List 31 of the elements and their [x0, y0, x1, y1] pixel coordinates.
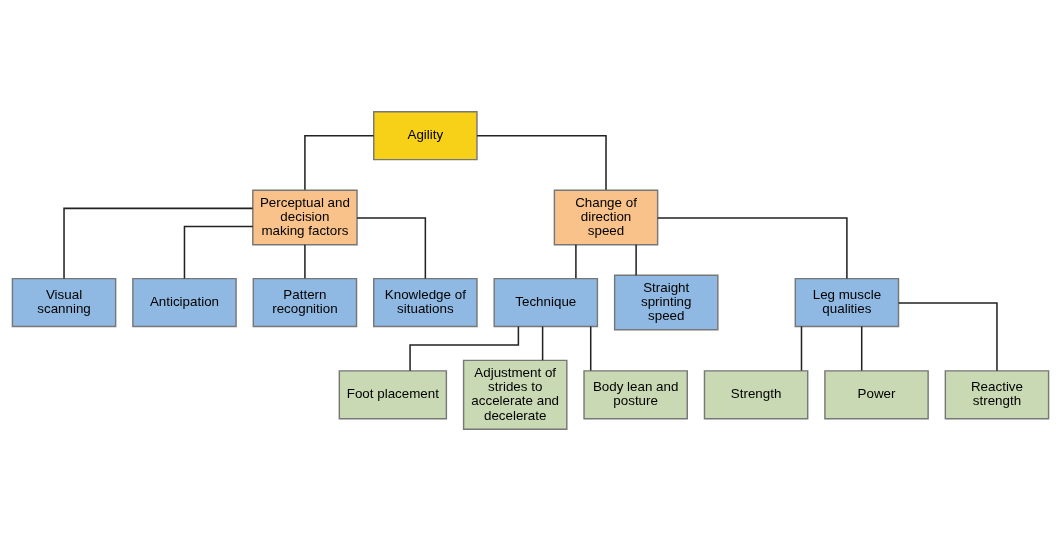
node-box: Anticipation	[132, 277, 237, 328]
connector	[800, 325, 803, 372]
connector	[304, 244, 306, 280]
node-box: Foot placement	[338, 370, 448, 420]
node-box: Leg muscle qualities	[794, 277, 900, 328]
connector	[589, 325, 592, 372]
node-box: Technique	[493, 277, 599, 328]
node-box: Knowledge of situations	[373, 277, 478, 328]
connector	[860, 325, 863, 372]
node-box: Perceptual and decision making factors	[252, 189, 358, 246]
connector	[635, 244, 637, 276]
connector	[183, 225, 254, 280]
node-box: Pattern recognition	[252, 277, 358, 328]
node-box: Visual scanning	[11, 277, 117, 328]
connector	[476, 134, 607, 191]
connector	[356, 217, 427, 280]
node-box: Strength	[703, 370, 809, 420]
node-box: Agility	[373, 111, 478, 161]
connector	[897, 302, 998, 372]
connector	[541, 325, 544, 361]
connector	[409, 325, 520, 372]
node-box: Body lean and posture	[583, 370, 688, 420]
connector	[304, 134, 375, 191]
node-box: Reactive strength	[944, 370, 1050, 420]
connector	[575, 244, 577, 280]
node-box: Change of direction speed	[553, 189, 659, 246]
node-box: Straight sprinting speed	[613, 274, 719, 331]
node-box: Power	[824, 370, 929, 420]
connector	[63, 207, 254, 280]
node-box: Adjustment of strides to accelerate and decelerate	[462, 359, 568, 430]
connector	[656, 217, 848, 280]
